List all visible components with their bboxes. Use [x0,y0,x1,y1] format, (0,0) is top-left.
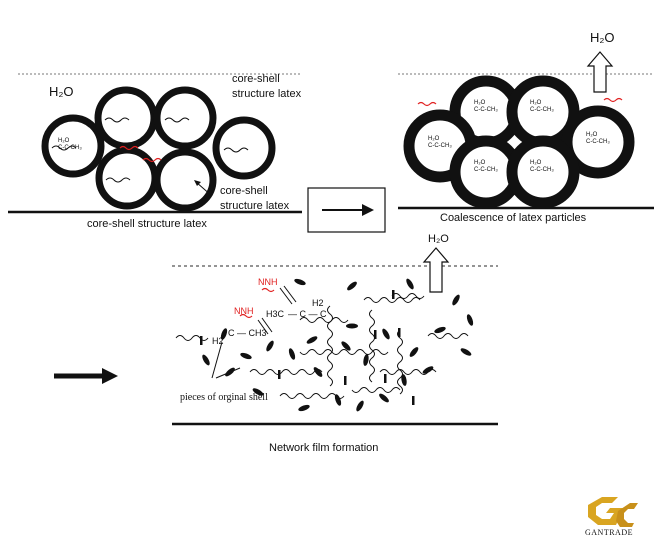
particle-molecule-text: H₂O C‑C‑CH₃ [530,160,554,173]
arrow-head [362,204,374,216]
water-label: H₂O [590,30,615,45]
particle-molecule-text: H₂O C‑C‑CH₃ [530,100,554,113]
water-evaporation-arrow [586,51,614,93]
shell-pieces-label: pieces of orginal shell [180,392,268,403]
bond-line [261,317,273,333]
big-arrow-head [102,368,118,384]
panel1-caption: core-shell structure latex [87,218,207,230]
panel2-caption: Coalescence of latex particles [440,212,587,224]
polymer-network [175,293,469,399]
hydrazide-group [261,287,275,293]
polymer-chain [223,147,249,153]
polymer-chain [164,117,190,123]
core-shell-label-top: core-shell structure latex [232,73,302,100]
water-label: H₂O [428,233,449,245]
molecule-h2-low: H2 [212,336,224,346]
core-shell-label-mid: core-shell structure latex [220,185,290,212]
gantrade-logo-text: GANTRADE [585,528,633,537]
particle-molecule-text: H₂O C‑C‑CH₃ [58,138,82,151]
hydrazide-group [603,97,623,103]
particle-molecule-text: H₂O C‑C‑CH₃ [428,136,452,149]
particle-molecule-text: H₂O C‑C‑CH₃ [474,160,498,173]
panel-network-film [54,247,498,426]
molecule-h2-top: H2 [312,298,324,308]
shell-pieces [200,278,474,412]
water-label: H₂O [49,84,74,99]
particle-molecule-text: H₂O C‑C‑CH₃ [586,132,610,145]
panel-core-shell-latex [8,73,302,214]
pointer-line [211,341,223,379]
molecule-h3c: H3C [266,309,285,319]
panel-coalescence [398,51,654,210]
transition-arrow-box [307,187,386,233]
gantrade-logo-mark [588,497,638,527]
bond-line [279,287,293,305]
polymer-chain [51,145,77,151]
latex-particle [506,135,580,209]
panel3-caption: Network film formation [269,442,379,454]
bond-line [257,319,269,335]
particle-molecule-text: H₂O C‑C‑CH₃ [474,100,498,113]
pointer-arrowhead [194,180,201,186]
bond-line [283,285,297,303]
polymer-chain [104,117,130,123]
hydrazide-group [239,313,253,319]
hydrazide-group [417,101,437,107]
latex-particle [561,105,635,179]
hydrazide-group [142,157,162,163]
molecule-nnh-mid: NNH [234,306,254,316]
molecule-nnh-top: NNH [258,277,278,287]
molecule-c-chain: — C — C [288,309,327,319]
latex-particle [153,148,217,212]
hydrazide-group [119,145,139,151]
water-evaporation-arrow [422,247,450,293]
molecule-c-ch3: C — CH3 [228,328,267,338]
polymer-chain [105,177,131,183]
